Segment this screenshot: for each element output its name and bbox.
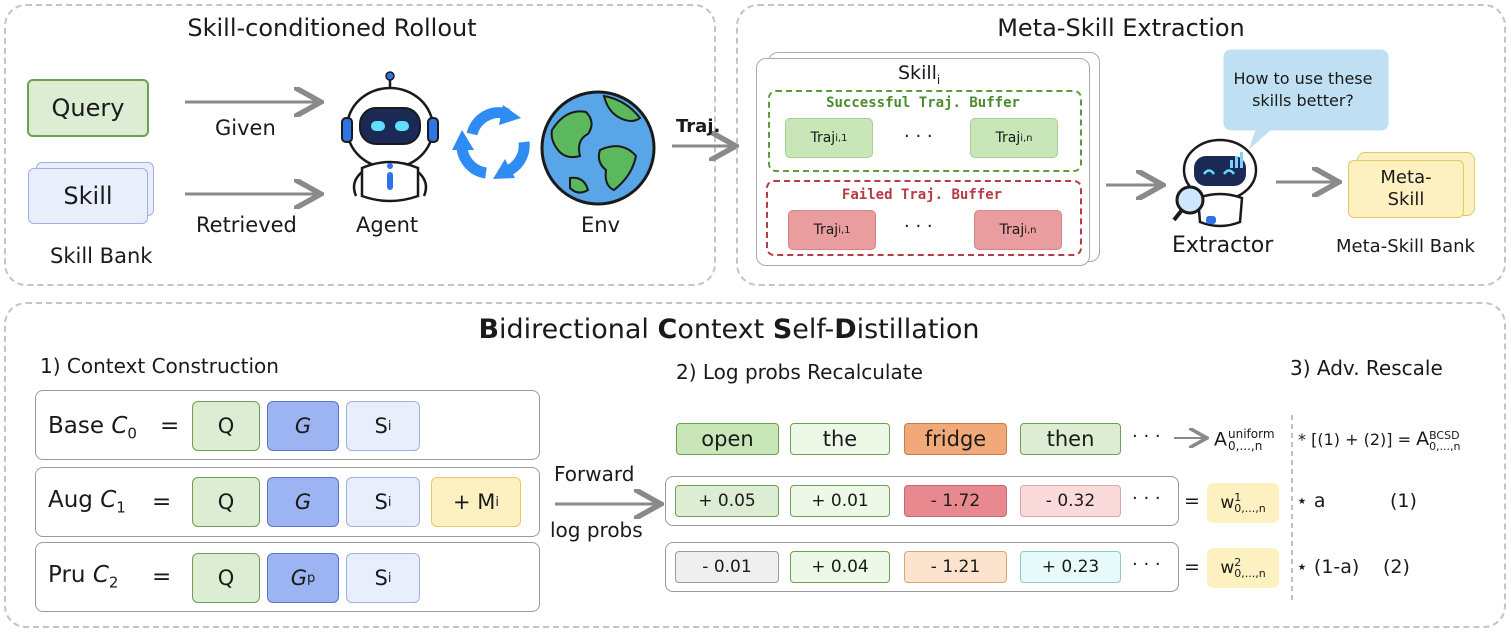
successful-buffer: [768, 90, 1082, 172]
context-aug-eq: =: [152, 489, 172, 515]
skill-box: Skill: [28, 168, 148, 224]
context-aug-label: Aug C1: [48, 487, 126, 517]
row2-eq: =: [1184, 556, 1200, 578]
token-ellipsis: · · ·: [1132, 426, 1161, 447]
env-globe-icon: [540, 90, 656, 206]
aug-g-box: G: [267, 477, 339, 527]
row2-val-2: - 1.21: [904, 551, 1007, 583]
query-box: Query: [27, 79, 149, 137]
extraction-panel: [736, 4, 1506, 286]
context-base-eq: =: [160, 413, 180, 439]
extractor-robot-icon: [1172, 138, 1258, 228]
token-open: open: [676, 423, 779, 455]
forward-label: Forward: [554, 462, 635, 486]
log-probs-label: log probs: [550, 518, 643, 542]
extractor-label: Extractor: [1172, 233, 1274, 258]
env-label: Env: [581, 213, 621, 237]
rollout-title: Skill-conditioned Rollout: [187, 14, 477, 42]
meta-skill-bank-label: Meta-Skill Bank: [1336, 236, 1475, 257]
row1-val-1: + 0.01: [790, 485, 890, 517]
tag-2: (2): [1383, 556, 1410, 578]
success-ellipsis: · · ·: [904, 126, 933, 147]
rollout-arrows: [185, 71, 760, 290]
failed-buffer-label: Failed Traj. Buffer: [841, 187, 1003, 203]
agent-robot-icon: [341, 71, 439, 203]
failed-ellipsis: · · ·: [904, 216, 933, 237]
base-q-box: Q: [192, 401, 260, 451]
bcsd-title: Bidirectional Context Self-Distillation: [478, 314, 980, 345]
pru-q-box: Q: [192, 553, 260, 603]
mult-a: ⋆ a: [1296, 490, 1326, 512]
speech-bubble: [1223, 49, 1389, 150]
context-pru-label: Pru C2: [48, 562, 119, 592]
token-fridge: fridge: [904, 423, 1007, 455]
row1-ellipsis: · · ·: [1132, 488, 1161, 509]
skill-bank-label: Skill Bank: [50, 244, 153, 268]
tag-1: (1): [1390, 490, 1417, 512]
speech-text: How to use these skills better?: [1233, 69, 1373, 110]
traj-label: Traj.: [676, 116, 721, 137]
token-then: then: [1020, 423, 1121, 455]
bcsd-arrows: [555, 415, 1293, 602]
row1-val-0: + 0.05: [675, 485, 779, 517]
row2-val-3: + 0.23: [1020, 551, 1121, 583]
row1-val-2: - 1.72: [904, 485, 1007, 517]
mult-1-a: ⋆ (1-a): [1296, 556, 1360, 578]
bcsd-panel: [4, 302, 1506, 628]
step1-label: 1) Context Construction: [40, 354, 279, 378]
step2-label: 2) Log probs Recalculate: [676, 360, 923, 384]
extraction-graphics: [1106, 49, 1389, 228]
cycle-icon: [452, 105, 530, 179]
retrieved-label: Retrieved: [196, 213, 297, 237]
meta-skill-card: Meta-Skill: [1348, 160, 1464, 218]
extraction-title: Meta-Skill Extraction: [997, 14, 1245, 42]
failed-buffer: [766, 180, 1082, 256]
row1-val-3: - 0.32: [1020, 485, 1121, 517]
skill-i-label: Skilli: [898, 62, 941, 87]
base-g-box: G: [267, 401, 339, 451]
context-base-label: Base C0: [48, 413, 137, 443]
step3-label: 3) Adv. Rescale: [1290, 356, 1443, 380]
row2-val-0: - 0.01: [675, 551, 779, 583]
context-pru-eq: =: [152, 564, 172, 590]
token-the: the: [790, 423, 890, 455]
given-label: Given: [215, 116, 276, 140]
aug-q-box: Q: [192, 477, 260, 527]
row2-val-1: + 0.04: [790, 551, 890, 583]
successful-buffer-label: Successful Traj. Buffer: [826, 95, 1020, 111]
row2-ellipsis: · · ·: [1132, 554, 1161, 575]
row1-eq: =: [1184, 490, 1200, 512]
agent-label: Agent: [356, 213, 419, 237]
